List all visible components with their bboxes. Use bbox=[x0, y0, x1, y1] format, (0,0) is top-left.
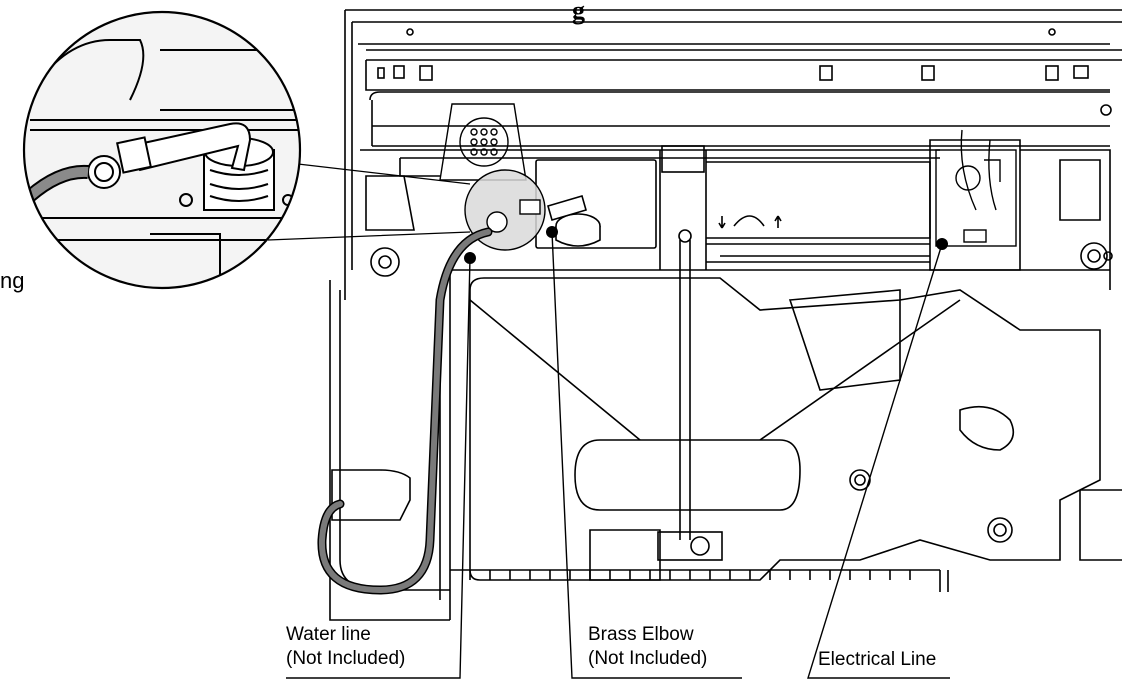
hose-connector-small bbox=[486, 199, 541, 233]
brass-elbow-label-line2: (Not Included) bbox=[588, 648, 708, 669]
brass-elbow-label-line1: Brass Elbow bbox=[588, 624, 694, 645]
magnifier-leader-lines bbox=[267, 163, 471, 241]
partial-heading-text: g bbox=[572, 0, 585, 25]
magnified-detail bbox=[22, 10, 302, 290]
brass-elbow-label: Brass Elbow (Not Included) bbox=[588, 623, 707, 671]
electrical-line-label: Electrical Line bbox=[818, 648, 936, 672]
appliance-frame bbox=[329, 9, 1122, 621]
electrical-line-marker bbox=[936, 238, 948, 250]
water-line-label-line1: Water line bbox=[286, 624, 371, 645]
partial-side-text: ng bbox=[0, 268, 25, 293]
electrical-line-label-line1: Electrical Line bbox=[818, 649, 937, 670]
electrical-box bbox=[935, 129, 1017, 247]
filter-grille bbox=[439, 103, 527, 181]
water-line-label: Water line (Not Included) bbox=[286, 623, 405, 671]
callout-leaders bbox=[286, 231, 950, 679]
brass-elbow-marker bbox=[546, 226, 558, 238]
brass-elbow-fitting bbox=[547, 195, 601, 247]
water-line-label-line2: (Not Included) bbox=[286, 648, 406, 669]
water-line-marker bbox=[464, 252, 476, 264]
